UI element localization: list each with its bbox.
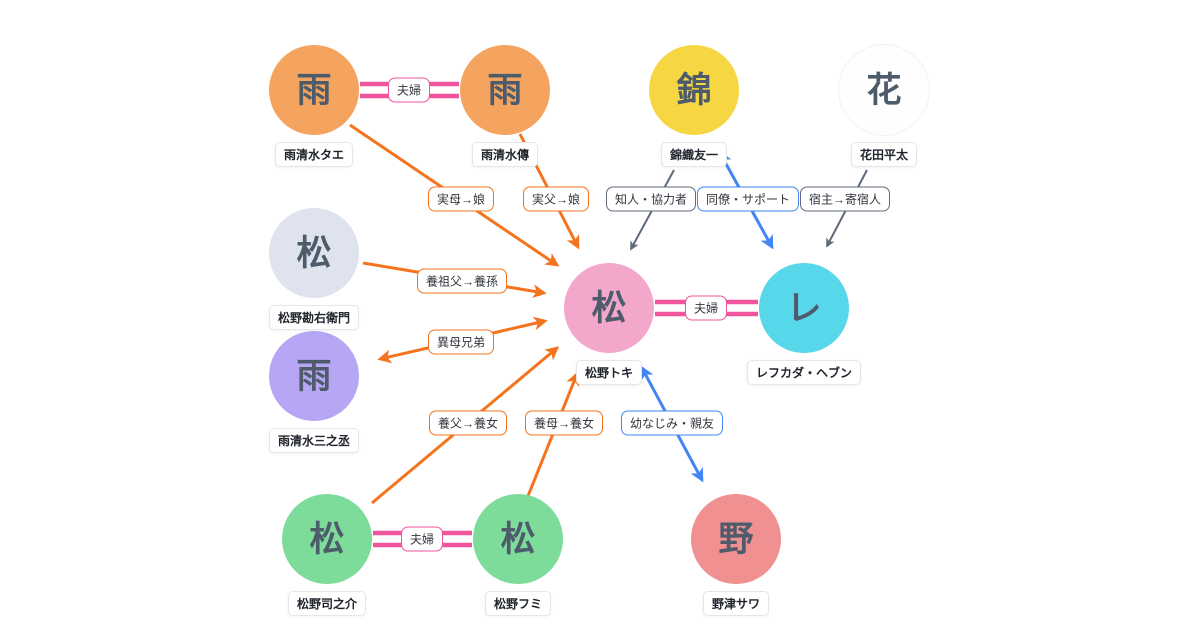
node-kanji-sawa: 野 bbox=[718, 519, 754, 559]
node-kanji-toki: 松 bbox=[591, 288, 627, 328]
couple-label-fufu-tae-den: 夫婦 bbox=[387, 77, 431, 103]
node-name-tsukasanosuke: 松野司之介 bbox=[287, 591, 367, 616]
node-hearn[interactable]: レ bbox=[759, 263, 849, 353]
node-kanji-tomoichi: 錦 bbox=[676, 70, 712, 110]
node-name-sannojo: 雨清水三之丞 bbox=[268, 428, 360, 453]
node-name-den: 雨清水傳 bbox=[471, 142, 539, 167]
node-name-heita: 花田平太 bbox=[850, 142, 918, 167]
node-kanemon[interactable]: 松 bbox=[269, 208, 359, 298]
node-kanji-tsukasanosuke: 松 bbox=[309, 519, 345, 559]
node-name-fumi: 松野フミ bbox=[484, 591, 552, 616]
edge-label-ibo-kyodai: 異母兄弟 bbox=[427, 329, 495, 355]
node-fumi[interactable]: 松 bbox=[473, 494, 563, 584]
couple-label-fufu-toki-hearn: 夫婦 bbox=[684, 295, 728, 321]
node-sawa[interactable]: 野 bbox=[691, 494, 781, 584]
edge-label-jitsubo-musume: 実母→娘 bbox=[427, 186, 495, 212]
node-heita[interactable]: 花 bbox=[838, 44, 930, 136]
node-kanji-heita: 花 bbox=[866, 70, 902, 110]
node-den[interactable]: 雨 bbox=[460, 45, 550, 135]
node-kanji-sannojo: 雨 bbox=[296, 356, 332, 396]
node-name-toki: 松野トキ bbox=[575, 360, 643, 385]
edge-label-osananajimi-shinyu: 幼なじみ・親友 bbox=[620, 410, 724, 436]
edge-label-doryo-support: 同僚・サポート bbox=[696, 186, 800, 212]
node-tomoichi[interactable]: 錦 bbox=[649, 45, 739, 135]
edge-label-yobo-yojo: 養母→養女 bbox=[524, 410, 604, 436]
edge-label-yofu-yojo: 養父→養女 bbox=[428, 410, 508, 436]
edge-label-yadonushi-kishukunin: 宿主→寄宿人 bbox=[799, 186, 891, 212]
node-tae[interactable]: 雨 bbox=[269, 45, 359, 135]
node-kanji-tae: 雨 bbox=[296, 70, 332, 110]
edge-label-jitsuchichi-musume: 実父→娘 bbox=[522, 186, 590, 212]
node-kanji-kanemon: 松 bbox=[296, 233, 332, 273]
node-tsukasanosuke[interactable]: 松 bbox=[282, 494, 372, 584]
node-kanji-hearn: レ bbox=[786, 288, 822, 328]
node-name-hearn: レフカダ・ヘブン bbox=[746, 360, 862, 385]
couple-label-fufu-tsukasa-fumi: 夫婦 bbox=[400, 526, 444, 552]
node-name-kanemon: 松野勘右衛門 bbox=[268, 305, 360, 330]
node-kanji-fumi: 松 bbox=[500, 519, 536, 559]
node-kanji-den: 雨 bbox=[487, 70, 523, 110]
node-name-tae: 雨清水タエ bbox=[274, 142, 354, 167]
edge-label-yosofu-yoson: 養祖父→養孫 bbox=[416, 268, 508, 294]
node-name-tomoichi: 錦織友一 bbox=[660, 142, 728, 167]
edge-label-chijin-kyoryokusha: 知人・協力者 bbox=[605, 186, 697, 212]
node-name-sawa: 野津サワ bbox=[702, 591, 770, 616]
node-sannojo[interactable]: 雨 bbox=[269, 331, 359, 421]
node-toki[interactable]: 松 bbox=[564, 263, 654, 353]
